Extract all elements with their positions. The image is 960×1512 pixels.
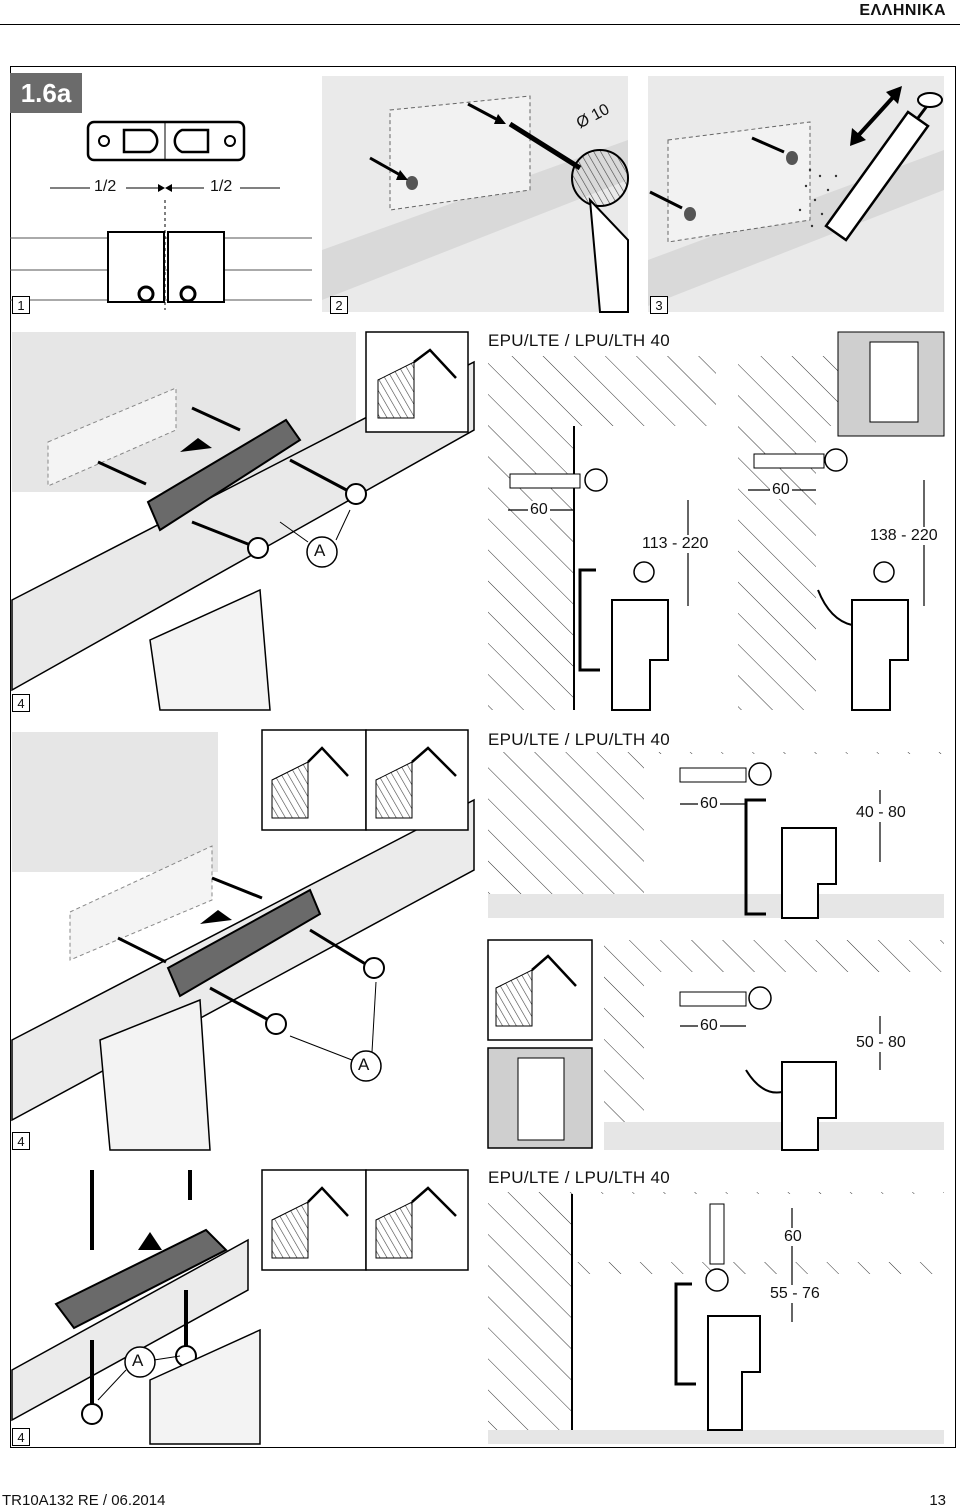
step3-illustration [648,76,944,312]
step-number-4c: 4 [12,1428,30,1446]
section-badge: 1.6a [10,73,82,113]
range-b-bottom: 50 - 80 [854,1034,908,1052]
step4c-wall-icon-1 [261,1169,367,1271]
model-label-b: EPU/LTE / LPU/LTH 40 [488,730,671,749]
step-number-3: 3 [650,296,668,314]
depth-b-top: 60 [698,795,720,813]
step4c-mount-illustration [11,1170,261,1445]
step4b-section-bottom [604,940,944,1151]
callout-a-3: A [132,1351,144,1370]
range-a-right: 138 - 220 [868,527,940,545]
depth-a-right: 60 [770,481,792,499]
model-label-c: EPU/LTE / LPU/LTH 40 [488,1168,671,1187]
step4b-wall-icon-2 [365,729,469,831]
range-b-top: 40 - 80 [854,804,908,822]
step2-illustration [322,76,629,313]
step4a-mount-illustration [11,332,475,711]
step4a-wall-icon [365,331,469,433]
callout-a-2: A [358,1055,370,1074]
step4b-section-top [488,752,944,919]
range-c: 55 - 76 [768,1285,822,1303]
depth-b-bottom: 60 [698,1017,720,1035]
document-id: TR10A132 RE / 06.2014 [2,1492,166,1509]
step4b-mount-illustration [11,732,475,1151]
half-spacing-right: 1/2 [208,178,235,196]
header-rule [0,24,960,25]
half-spacing-left: 1/2 [92,178,119,196]
step-number-4a: 4 [12,694,30,712]
step1-illustration [10,120,312,310]
step4c-section [488,1192,944,1444]
depth-c: 60 [782,1228,804,1246]
depth-a-left: 60 [528,501,550,519]
range-a-left: 113 - 220 [640,535,711,553]
step4a-section-left [488,356,716,711]
step4b-wall-icon-1 [261,729,367,831]
step4c-wall-icon-2 [365,1169,469,1271]
callout-a-1: A [314,541,326,560]
step-number-4b: 4 [12,1132,30,1150]
step4b-wall-icon-3 [487,939,593,1041]
step-number-2: 2 [330,296,348,314]
page-number: 13 [929,1492,946,1509]
step4a-section-right [738,331,945,711]
model-label-a: EPU/LTE / LPU/LTH 40 [488,331,671,350]
instruction-frame [10,66,956,1448]
step4b-wall-icon-4 [487,1047,593,1149]
language-label: ΕΛΛΗΝΙΚΑ [859,2,946,19]
step-number-1: 1 [12,296,30,314]
